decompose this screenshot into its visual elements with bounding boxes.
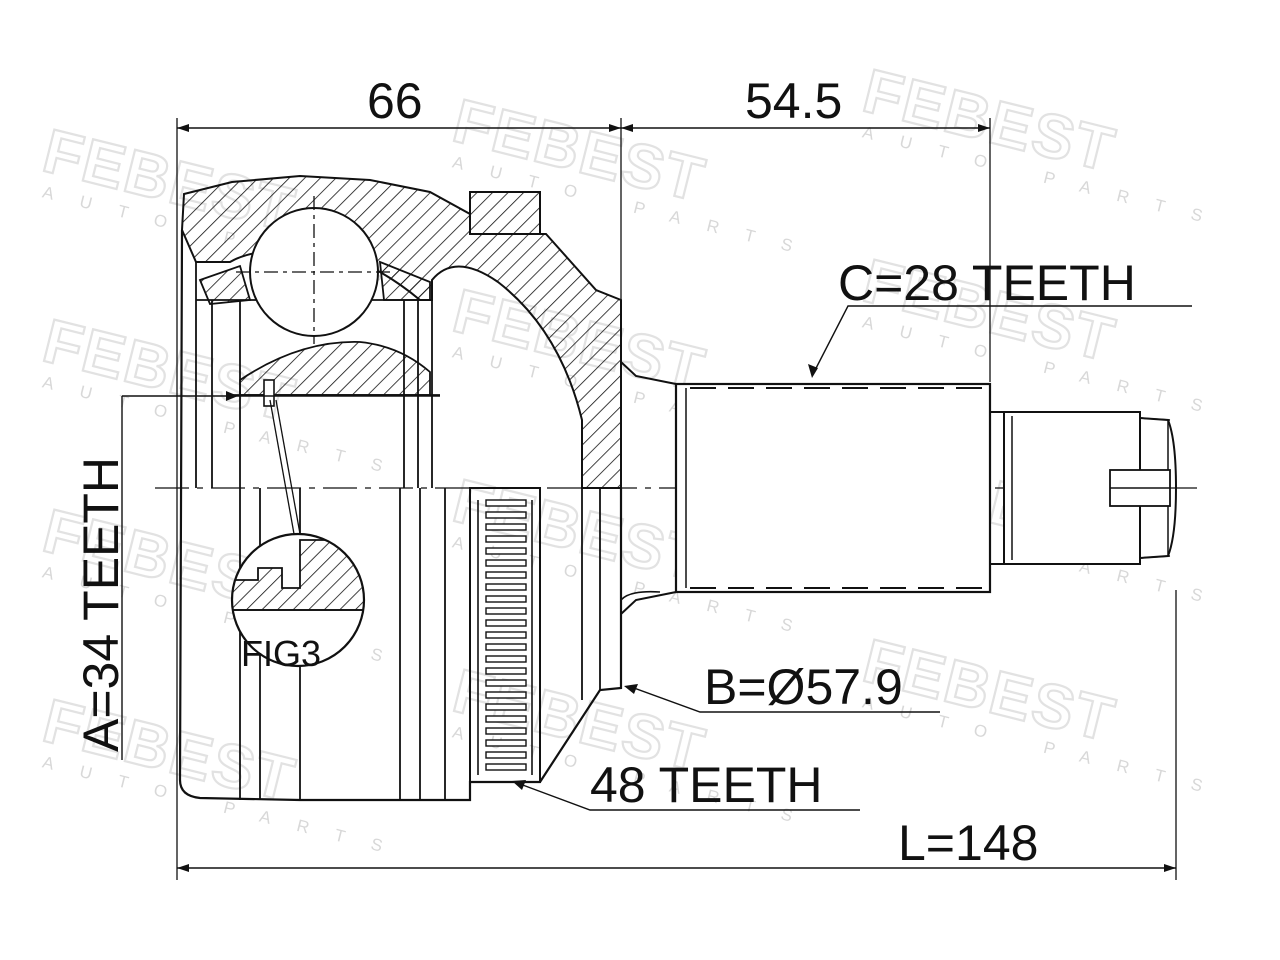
abs-tooth — [485, 607, 527, 615]
abs-tooth — [485, 691, 527, 699]
spline-c-label: C=28 TEETH — [838, 255, 1136, 311]
inner-cage-and-ball — [198, 196, 431, 546]
fig3-detail-circle: FIG3 — [230, 532, 366, 674]
abs-tooth — [485, 619, 527, 627]
dimension-66-label: 66 — [367, 73, 423, 129]
spline-a-label: A=34 TEETH — [73, 457, 129, 752]
abs-tooth — [485, 559, 527, 567]
diameter-b-leader — [633, 687, 940, 713]
dimension-length-label: L=148 — [898, 815, 1038, 871]
abs-tooth — [485, 643, 527, 651]
dimension-lines — [176, 118, 1177, 880]
abs-tooth — [485, 727, 527, 735]
abs-ring-leader — [519, 783, 860, 811]
abs-tooth — [485, 547, 527, 555]
abs-tooth — [485, 739, 527, 747]
spline-c-leader — [811, 305, 1192, 377]
abs-tooth — [485, 715, 527, 723]
abs-tooth — [485, 583, 527, 591]
abs-tooth — [485, 523, 527, 531]
abs-tooth — [485, 571, 527, 579]
leader-lines — [121, 305, 1192, 811]
dimension-54-5-label: 54.5 — [745, 73, 842, 129]
abs-tooth — [485, 751, 527, 759]
abs-tooth — [485, 499, 527, 507]
abs-tooth — [485, 511, 527, 519]
abs-ring-label: 48 TEETH — [590, 757, 823, 813]
splined-shaft — [620, 361, 1178, 615]
abs-tooth — [485, 535, 527, 543]
abs-tooth — [485, 655, 527, 663]
abs-tooth — [485, 595, 527, 603]
abs-tooth — [485, 703, 527, 711]
abs-tooth — [485, 763, 527, 771]
abs-tooth — [485, 631, 527, 639]
abs-tooth — [485, 679, 527, 687]
fig3-label: FIG3 — [241, 633, 321, 674]
abs-tooth — [485, 667, 527, 675]
diameter-b-label: B=Ø57.9 — [704, 659, 903, 715]
abs-ring-teeth — [485, 499, 527, 771]
